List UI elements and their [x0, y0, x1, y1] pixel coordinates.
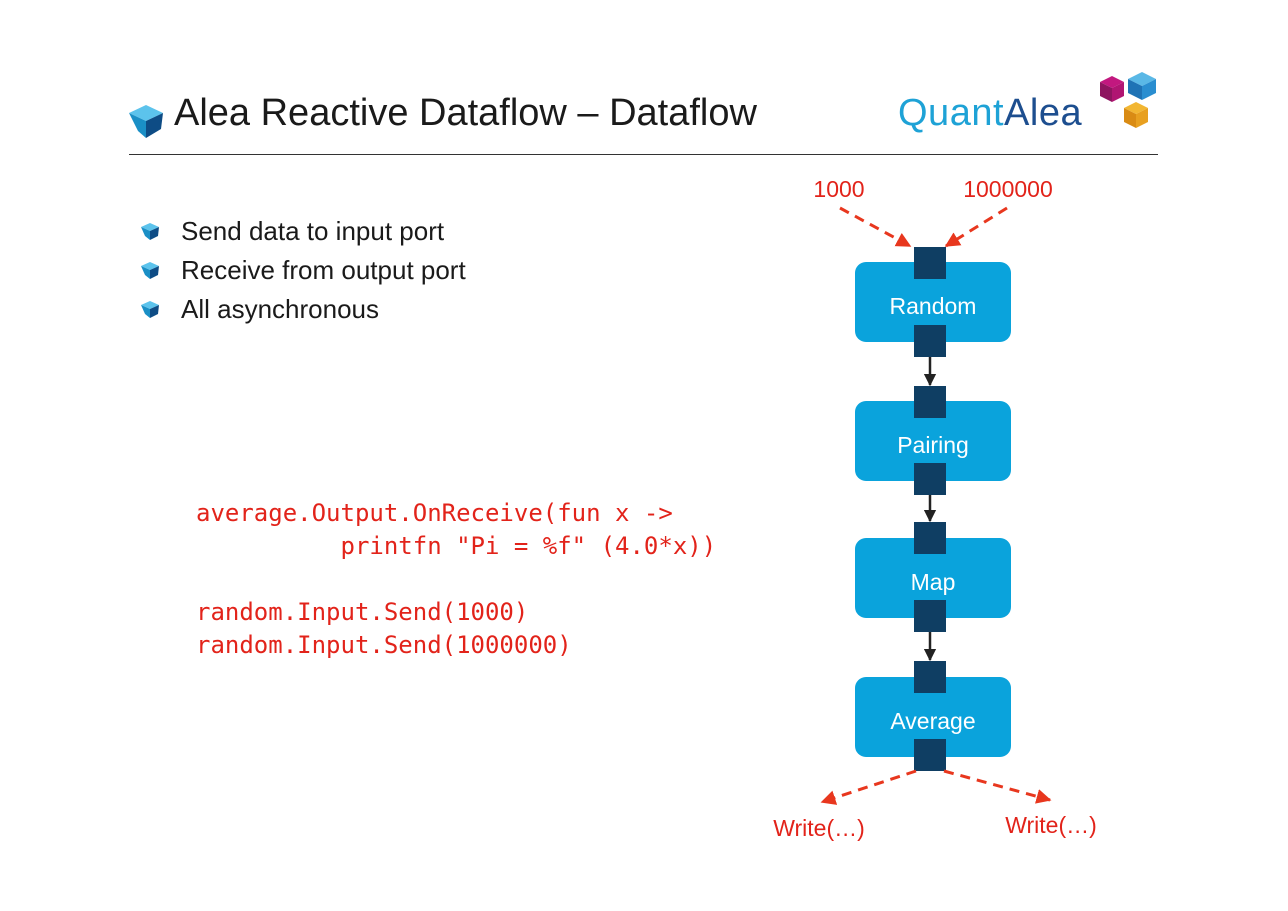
- input-arrow: [944, 206, 1008, 248]
- input-label: 1000: [813, 176, 864, 202]
- output-port: [914, 325, 946, 357]
- code-block: average.Output.OnReceive(fun x -> printf…: [196, 497, 716, 662]
- title-divider: [129, 154, 1158, 155]
- code-line: printfn "Pi = %f" (4.0*x)): [196, 532, 717, 560]
- code-line: average.Output.OnReceive(fun x ->: [196, 499, 673, 527]
- output-label: Write(…): [1005, 812, 1097, 838]
- input-port: [914, 661, 946, 693]
- node-label: Pairing: [897, 432, 969, 458]
- logo-text-alea: Alea: [1004, 92, 1083, 134]
- node-label: Map: [911, 569, 956, 595]
- input-label: 1000000: [963, 176, 1053, 202]
- output-arrow: [943, 769, 1052, 804]
- node-label: Random: [890, 293, 977, 319]
- bullet-item: Receive from output port: [140, 249, 466, 288]
- output-label: Write(…): [773, 815, 865, 841]
- node-map: [855, 538, 1011, 618]
- input-arrow: [839, 206, 912, 248]
- bullet-item: Send data to input port: [140, 210, 466, 249]
- bullet-text: Send data to input port: [181, 216, 445, 246]
- input-port: [914, 522, 946, 554]
- bullet-list: Send data to input port Receive from out…: [140, 210, 466, 327]
- output-port: [914, 600, 946, 632]
- bullet-text: All asynchronous: [181, 294, 379, 324]
- input-port: [914, 386, 946, 418]
- node-pairing: [855, 401, 1011, 481]
- node-random: [855, 262, 1011, 342]
- title-cube-icon: [129, 105, 163, 138]
- node-label: Average: [890, 708, 975, 734]
- input-port: [914, 247, 946, 279]
- bullet-item: All asynchronous: [140, 288, 466, 327]
- output-port: [914, 463, 946, 495]
- node-average: [855, 677, 1011, 757]
- bullet-cube-icon: [141, 262, 159, 279]
- slide-title: Alea Reactive Dataflow – Dataflow: [174, 92, 757, 134]
- logo-cubes-icon: [1100, 72, 1156, 128]
- quantalea-logo: QuantAlea: [898, 92, 1082, 135]
- bullet-cube-icon: [141, 301, 159, 318]
- output-arrow: [820, 769, 917, 805]
- bullet-text: Receive from output port: [181, 255, 466, 285]
- bullet-cube-icon: [141, 223, 159, 240]
- code-line: random.Input.Send(1000000): [196, 631, 572, 659]
- code-line: random.Input.Send(1000): [196, 598, 529, 626]
- logo-text-quant: Quant: [898, 92, 1005, 134]
- output-port: [914, 739, 946, 771]
